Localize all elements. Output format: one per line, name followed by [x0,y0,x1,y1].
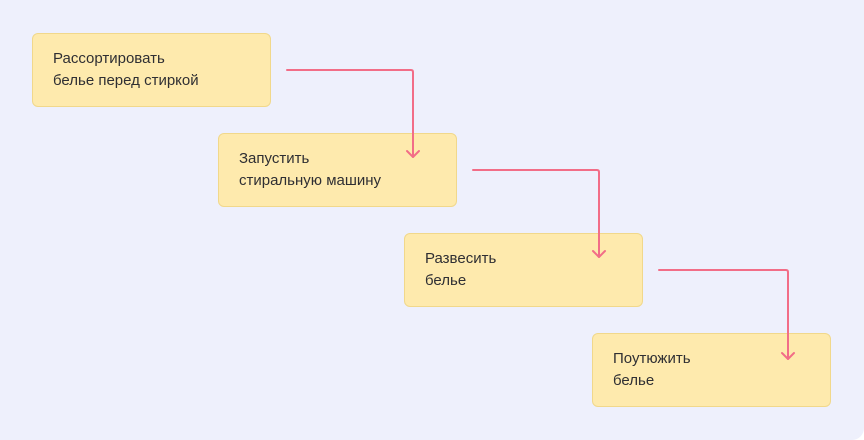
step-label-line-2: стиральную машину [239,172,382,189]
step-label-line-1: Поутюжить [613,350,691,367]
step-label-line-2: белье [425,272,467,289]
step-start-washing-machine[interactable]: Запустить стиральную машину [218,133,457,207]
step-sort-laundry[interactable]: Рассортировать белье перед стиркой [32,33,271,107]
step-label-line-1: Запустить [239,150,310,167]
step-label-line-1: Развесить [425,250,497,267]
step-label-line-2: белье перед стиркой [53,72,199,89]
step-hang-laundry[interactable]: Развесить белье [404,233,643,307]
step-label-line-1: Рассортировать [53,50,165,67]
step-iron-laundry[interactable]: Поутюжить белье [592,333,831,407]
step-label-line-2: белье [613,372,655,389]
